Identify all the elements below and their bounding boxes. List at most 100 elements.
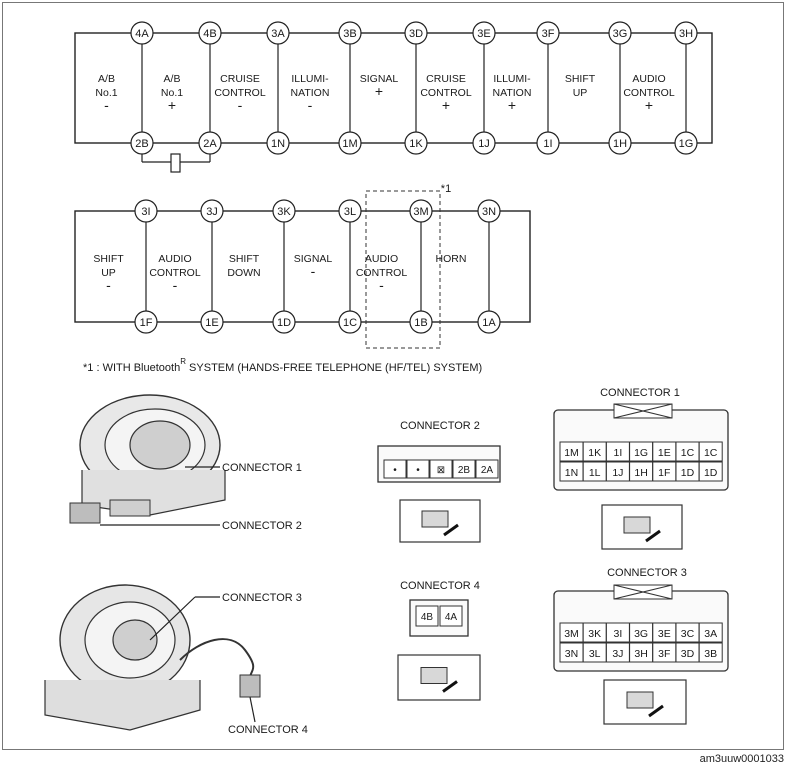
- row1-pin-4a: [130, 21, 154, 45]
- connector-4-plug-icon-plug: [420, 667, 448, 684]
- row2-pin-1c-label: 1C: [343, 317, 357, 329]
- connector-3-pin-row1-6: 3A: [704, 628, 717, 640]
- connector-1-pin-row1-0: 1M: [564, 447, 579, 459]
- row2-pin-3i-label: 3I: [141, 206, 150, 218]
- connector-4-plug-icon-arrow: [442, 680, 458, 693]
- row2-pin-3k-label: 3K: [277, 206, 291, 218]
- row2-label-1-1: CONTROL: [149, 267, 200, 279]
- connector-2-pin-0: •: [393, 465, 397, 476]
- connector4-housing: [239, 674, 261, 698]
- row1-pin-1k-label: 1K: [409, 138, 423, 150]
- row2-pin-3n: [477, 199, 501, 223]
- row1-pin-1g-label: 1G: [679, 138, 694, 150]
- row1-pin-2b-label: 2B: [135, 138, 148, 150]
- connector-3-pin-row1-0: 3M: [564, 628, 579, 640]
- spring2-hub: [112, 619, 158, 661]
- row2-pin-1e-label: 1E: [205, 317, 218, 329]
- connector-2-cell-4: [475, 459, 499, 479]
- row1-label-6-0: ILLUMI-: [493, 73, 531, 85]
- clock-spring-top-illustration: [69, 394, 226, 524]
- connector-3-pin-row2-6: 3B: [704, 648, 717, 660]
- connector1-housing: [109, 499, 151, 517]
- connector-1-pin-row2-5: 1D: [681, 467, 695, 479]
- connector-3-pin-row2-4: 3F: [658, 648, 670, 660]
- row2-label-3-1: -: [311, 263, 316, 279]
- image-code: am3uuw0001033: [699, 753, 784, 765]
- row1-label-7-0: SHIFT: [565, 73, 596, 85]
- connector-1-plug-icon-plug: [623, 516, 651, 534]
- connector-2-plug-icon-arrow: [443, 523, 459, 537]
- row2-label-4-2: -: [379, 277, 384, 293]
- row1-label-3-2: -: [308, 97, 313, 113]
- row1-label-8-2: +: [645, 97, 653, 113]
- connector-4-cell-0: [415, 605, 439, 627]
- row1-pin-1i: [536, 131, 560, 155]
- connector-3-cell-row1-6: [698, 622, 723, 643]
- connector-3-title: CONNECTOR 3: [607, 567, 687, 579]
- row2-frame: [74, 210, 531, 323]
- callout-line-c3: [149, 596, 196, 641]
- row2-pin-1f: [134, 310, 158, 334]
- row2-label-1-2: -: [173, 277, 178, 293]
- row1-label-8-0: AUDIO: [632, 73, 665, 85]
- row1-label-3-1: NATION: [291, 87, 330, 99]
- connector-1-pin-row1-4: 1E: [658, 447, 671, 459]
- row2-pin-1a: [477, 310, 501, 334]
- clock-spring-bottom-illustration: [44, 584, 261, 731]
- row1-pin-4a-label: 4A: [135, 28, 149, 40]
- row1-pin-3f: [536, 21, 560, 45]
- connector-3-pin-row1-4: 3E: [658, 628, 671, 640]
- connector-1-pin-row2-4: 1F: [658, 467, 670, 479]
- connector-2-cell-3: [452, 459, 476, 479]
- connector-3-pin-row1-2: 3I: [614, 628, 623, 640]
- row1-label-0-2: -: [104, 97, 109, 113]
- row1-pin-1m: [338, 131, 362, 155]
- connector-1-pin-row2-3: 1H: [634, 467, 647, 479]
- row2-pin-1d: [272, 310, 296, 334]
- connector-3-pin-row2-3: 3H: [634, 648, 647, 660]
- connector-2-plug-icon-plug: [421, 510, 449, 528]
- row2-label-3-0: SIGNAL: [294, 253, 333, 265]
- connector-3-pin-row2-1: 3L: [589, 648, 601, 660]
- row1-label-2-0: CRUISE: [220, 73, 260, 85]
- connector-2-title: CONNECTOR 2: [400, 420, 480, 432]
- row2-pin-3m-label: 3M: [413, 206, 428, 218]
- harness-wire: [179, 638, 255, 679]
- row1-pin-1i-label: 1I: [543, 138, 552, 150]
- connector-4-title: CONNECTOR 4: [400, 580, 480, 592]
- row1-pin-1g: [674, 131, 698, 155]
- spring2-base: [44, 680, 201, 731]
- row2-pin-1e: [200, 310, 224, 334]
- resistor-icon: [170, 153, 181, 173]
- connector-1-pin-row2-0: 1N: [565, 467, 578, 479]
- row2-pin-3m: [409, 199, 433, 223]
- row1-pin-1k: [404, 131, 428, 155]
- connector-3-plug-icon-plug: [626, 691, 654, 709]
- connector-4-pin-0: 4B: [421, 612, 434, 623]
- row1-pin-3b: [338, 21, 362, 45]
- figure-frame: [2, 2, 784, 750]
- connector2-housing: [69, 502, 101, 524]
- connector-1-title: CONNECTOR 1: [600, 387, 680, 399]
- row1-label-0-1: No.1: [95, 87, 117, 99]
- row1-pin-3b-label: 3B: [343, 28, 356, 40]
- row1-label-1-1: No.1: [161, 87, 183, 99]
- connector-1-pin-row1-3: 1G: [634, 447, 648, 459]
- connector-1-cell-row1-6: [698, 441, 723, 462]
- spring-inner-hole: [129, 420, 191, 470]
- row2-pin-1b-label: 1B: [414, 317, 427, 329]
- connector-1-pin-row2-6: 1D: [704, 467, 718, 479]
- row2-label-2-1: DOWN: [227, 267, 260, 279]
- row1-label-0-0: A/B: [98, 73, 115, 85]
- row1-frame: [74, 32, 713, 144]
- connector-1-cell-row2-6: [698, 461, 723, 482]
- row1-label-4-0: SIGNAL: [360, 73, 399, 85]
- row1-label-1-0: A/B: [164, 73, 181, 85]
- optional-section-box: [365, 190, 441, 349]
- spring-base: [81, 470, 226, 516]
- row1-pin-1m-label: 1M: [342, 138, 357, 150]
- row1-label-5-1: CONTROL: [420, 87, 471, 99]
- row1-pin-1j: [472, 131, 496, 155]
- row2-pin-1d-label: 1D: [277, 317, 291, 329]
